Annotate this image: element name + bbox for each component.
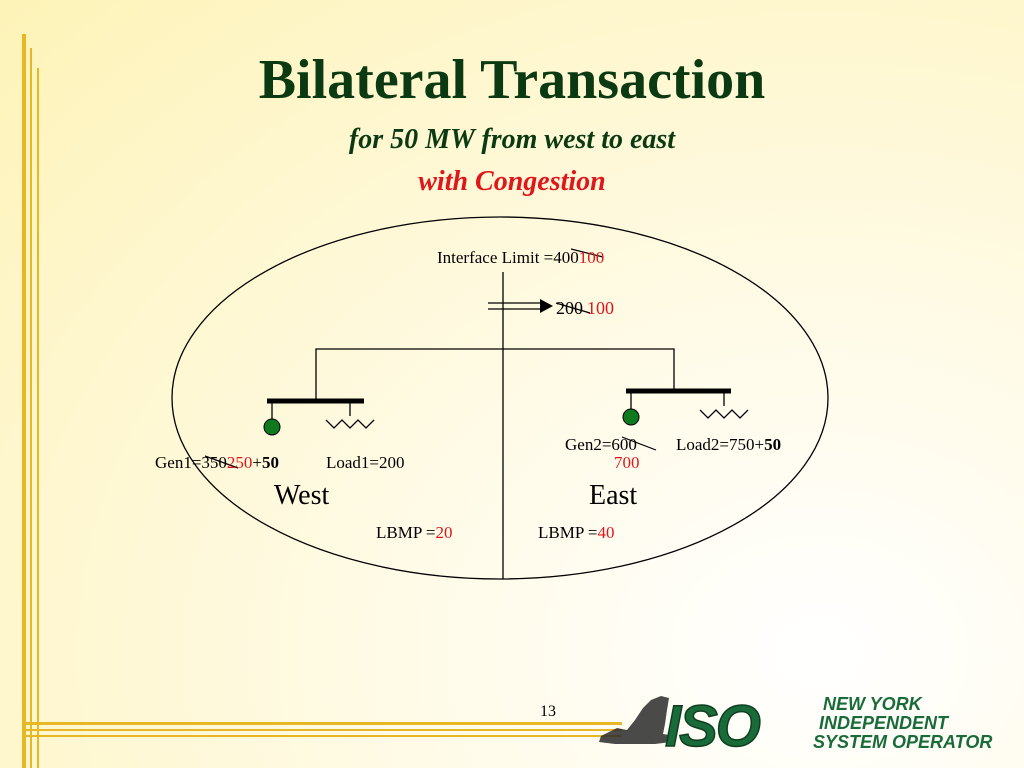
frame-vertical-line-1 bbox=[22, 34, 26, 768]
flow-old: 200 bbox=[556, 298, 583, 318]
interface-limit-new: 100 bbox=[578, 248, 605, 267]
flow-arrow-head bbox=[540, 299, 553, 313]
lbmp-west-value: 20 bbox=[435, 523, 453, 542]
slide-subtitle: for 50 MW from west to east bbox=[348, 124, 676, 155]
interface-limit-label: Interface Limit =400100 bbox=[437, 248, 605, 267]
west-generator-icon bbox=[263, 418, 281, 436]
load2-label: Load2=750+50 bbox=[676, 435, 782, 454]
strike-interface-limit bbox=[570, 248, 604, 258]
strike-gen1 bbox=[204, 455, 239, 469]
gen1-new: 250 bbox=[226, 453, 253, 472]
frame-horizontal-line-1 bbox=[22, 722, 622, 725]
load1-label: Load1=200 bbox=[326, 453, 405, 472]
east-load-icon bbox=[699, 409, 749, 419]
gen1-old: 350 bbox=[201, 453, 227, 472]
frame-vertical-line-3 bbox=[37, 68, 39, 768]
new-york-state-shape-icon bbox=[599, 696, 675, 744]
west-label: West bbox=[274, 480, 330, 511]
frame-horizontal-line-2 bbox=[22, 729, 622, 731]
east-label: East bbox=[589, 480, 638, 511]
slide-subtitle-congestion: with Congestion bbox=[418, 166, 606, 197]
east-generator-icon bbox=[622, 408, 640, 426]
west-load-icon bbox=[325, 419, 375, 429]
nyiso-logo: ISO NEW YORK INDEPENDENT SYSTEM OPERATOR bbox=[599, 693, 992, 758]
gen2-old: 600 bbox=[611, 435, 637, 454]
tie-line bbox=[315, 348, 675, 400]
frame-horizontal-line-3 bbox=[22, 735, 622, 737]
interface-limit-old: 400 bbox=[553, 248, 579, 267]
gen1-label: Gen1=350250+50 bbox=[155, 453, 280, 472]
frame-vertical-line-2 bbox=[30, 48, 32, 768]
strike-flow bbox=[555, 302, 591, 314]
lbmp-east-value: 40 bbox=[597, 523, 615, 542]
flow-new: 100 bbox=[587, 298, 614, 318]
slide-title: Bilateral Transaction bbox=[258, 49, 766, 111]
logo-line-new-york: NEW YORK bbox=[823, 694, 924, 714]
page-number: 13 bbox=[540, 703, 556, 720]
gen2-new: 700 bbox=[614, 453, 640, 472]
market-ellipse bbox=[171, 216, 829, 580]
logo-line-independent: INDEPENDENT bbox=[819, 713, 950, 733]
gen2-label: Gen2=600 bbox=[565, 435, 637, 454]
load2-add: 50 bbox=[764, 435, 782, 454]
lbmp-west: LBMP =20 bbox=[376, 523, 453, 542]
strike-gen2 bbox=[621, 436, 657, 451]
gen1-add: 50 bbox=[262, 453, 280, 472]
logo-line-system-operator: SYSTEM OPERATOR bbox=[813, 732, 992, 752]
iso-logo-text: ISO bbox=[665, 694, 761, 758]
lbmp-east: LBMP =40 bbox=[538, 523, 615, 542]
